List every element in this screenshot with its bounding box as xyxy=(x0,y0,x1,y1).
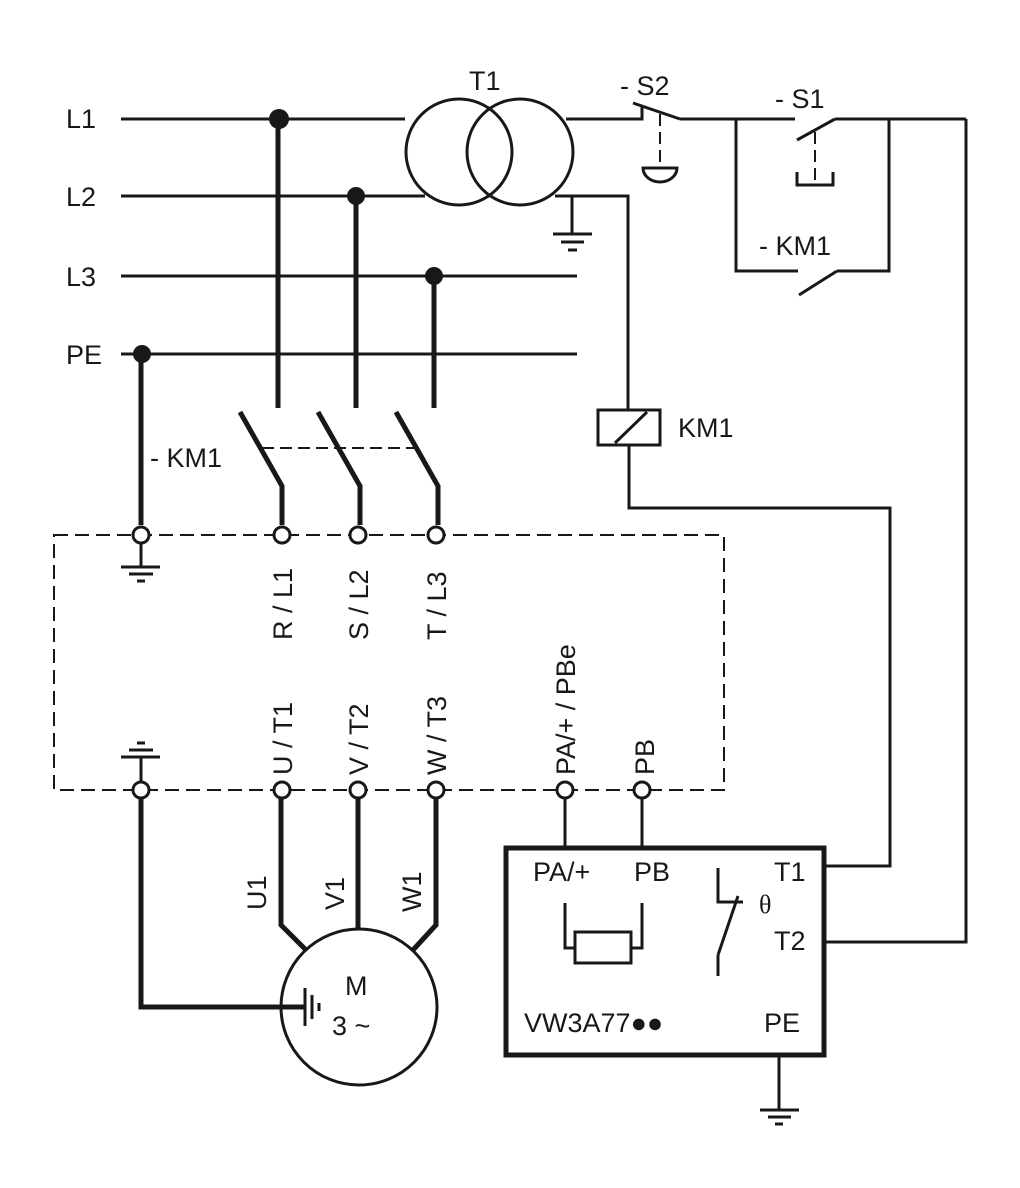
resistor-t1-label: T1 xyxy=(774,857,806,887)
transformer-secondary-coil xyxy=(465,97,575,207)
resistor-pe-label: PE xyxy=(764,1008,800,1038)
start-button-label: - S1 xyxy=(775,84,825,114)
transformer-ground-icon xyxy=(553,196,592,252)
contactor-coil-icon xyxy=(596,408,662,447)
wire-motor-w xyxy=(411,798,439,952)
label-u1: U1 xyxy=(242,875,272,910)
terminal-u-t1[interactable] xyxy=(272,780,292,800)
resistor-ground-icon xyxy=(760,1057,799,1126)
main-contactor-label: - KM1 xyxy=(150,443,222,473)
motor-ground-icon xyxy=(303,988,321,1026)
resistor-pb-label: PB xyxy=(634,857,670,887)
wire-right-bus xyxy=(826,119,968,944)
emergency-stop-label: - S2 xyxy=(620,71,670,101)
label-l2: L2 xyxy=(66,182,96,212)
resistor-model-label: VW3A77●● xyxy=(524,1008,663,1038)
thermal-symbol: θ xyxy=(759,890,771,919)
label-w1: W1 xyxy=(397,872,427,913)
label-l1: L1 xyxy=(66,104,96,134)
wire-motor-ground xyxy=(138,798,305,1010)
terminal-t-l3[interactable] xyxy=(426,525,446,545)
label-v1: V1 xyxy=(320,877,350,910)
wire-secondary-bottom xyxy=(555,194,630,410)
terminal-pa[interactable] xyxy=(555,780,575,800)
drive-ground-top-icon xyxy=(121,543,160,583)
label-pa-pbe: PA/+ / PBe xyxy=(551,644,581,775)
drive-ground-bottom-icon xyxy=(121,741,160,782)
thermal-switch-icon xyxy=(716,868,743,976)
resistor-model: VW3A77 xyxy=(524,1008,631,1038)
motor-icon xyxy=(279,927,439,1087)
terminal-r-l1[interactable] xyxy=(272,525,292,545)
hold-contact-switch xyxy=(798,269,838,297)
terminal-pe-input[interactable] xyxy=(131,525,151,545)
terminal-s-l2[interactable] xyxy=(348,525,368,545)
emergency-stop-switch xyxy=(632,101,739,184)
resistor-model-suffix: ●● xyxy=(631,1008,664,1038)
label-s-l2: S / L2 xyxy=(344,569,374,640)
motor-phase-label: 3 ~ xyxy=(332,1011,370,1041)
wire-secondary-top xyxy=(566,107,644,121)
label-u-t1: U / T1 xyxy=(268,702,298,775)
main-contactor xyxy=(237,410,441,525)
transformer-primary-coil xyxy=(404,97,514,207)
label-pe: PE xyxy=(66,340,102,370)
braking-resistor-box xyxy=(503,845,827,1058)
wire-coil-to-t1 xyxy=(627,445,892,868)
contactor-coil-label: KM1 xyxy=(678,413,734,443)
label-pb-drive: PB xyxy=(630,739,660,775)
motor-label: M xyxy=(345,971,368,1001)
transformer-label: T1 xyxy=(469,66,501,96)
drive-enclosure xyxy=(53,534,725,791)
hold-contact-label: - KM1 xyxy=(759,231,831,261)
label-v-t2: V / T2 xyxy=(344,703,374,775)
start-button-switch xyxy=(795,117,966,187)
label-w-t3: W / T3 xyxy=(422,696,452,775)
terminal-pe-output[interactable] xyxy=(131,780,151,800)
wire-hold-loop-left xyxy=(734,119,798,273)
terminal-v-t2[interactable] xyxy=(348,780,368,800)
label-r-l1: R / L1 xyxy=(268,568,298,640)
label-t-l3: T / L3 xyxy=(422,571,452,640)
label-l3: L3 xyxy=(66,262,96,292)
wire-hold-loop-right xyxy=(837,119,891,273)
terminal-w-t3[interactable] xyxy=(426,780,446,800)
resistor-pa-label: PA/+ xyxy=(533,857,590,887)
resistor-icon xyxy=(563,903,644,965)
wire-motor-u xyxy=(278,798,308,952)
terminal-pb[interactable] xyxy=(632,780,652,800)
resistor-t2-label: T2 xyxy=(774,926,806,956)
